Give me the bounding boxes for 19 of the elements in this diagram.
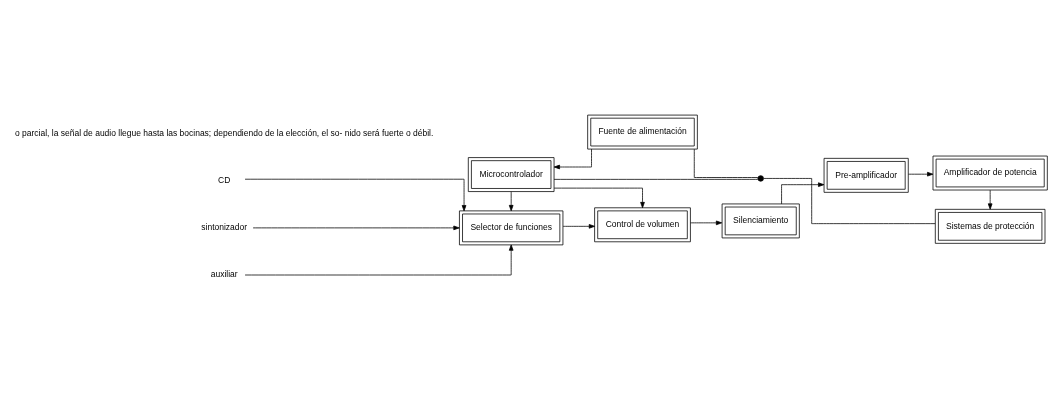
arrow: [987, 189, 993, 210]
arrow: [252, 225, 460, 231]
arrow: [244, 178, 467, 212]
arrow: [553, 148, 592, 170]
connector: [693, 148, 759, 178]
node-text: auxiliar: [210, 269, 238, 280]
connector: [763, 178, 936, 224]
arrow: [562, 224, 595, 229]
node-text: CD: [218, 174, 231, 185]
arrow: [908, 171, 934, 177]
arrow: [690, 220, 723, 226]
arrow: [781, 182, 825, 205]
arrow: [244, 244, 514, 276]
label: o parcial, la señal de audio llegue hasta las bocinas; dependiendo de la elección, el so- nido será fuerte o débil.: [15, 127, 434, 138]
arrow: [508, 191, 514, 212]
arrow: [553, 187, 645, 209]
node-circle: [757, 175, 764, 182]
node-text: sintonizador: [201, 222, 248, 233]
connector: [553, 178, 759, 180]
